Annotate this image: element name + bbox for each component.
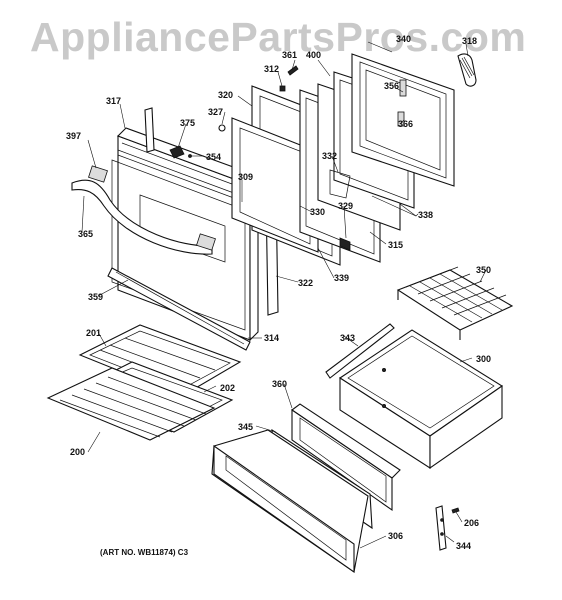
drawer-front-parts xyxy=(211,403,401,574)
callout-345: 345 xyxy=(238,422,254,432)
callout-359: 359 xyxy=(88,292,104,302)
clip-366 xyxy=(397,111,405,127)
bracket-344 xyxy=(435,505,447,551)
callout-375: 375 xyxy=(180,118,196,128)
callout-361: 361 xyxy=(282,50,298,60)
callout-200: 200 xyxy=(70,447,86,457)
door-bottom-trim xyxy=(107,267,251,351)
hinge-strip-left xyxy=(144,107,155,153)
callout-322: 322 xyxy=(298,278,314,288)
callout-306: 306 xyxy=(388,531,404,541)
callout-300: 300 xyxy=(476,354,492,364)
callout-330: 330 xyxy=(310,207,326,217)
callout-202: 202 xyxy=(220,383,236,393)
inner-door-layers xyxy=(231,53,455,266)
oven-rack-350 xyxy=(396,266,514,340)
door-bottom-strip xyxy=(107,267,251,351)
hinge-clip-375 xyxy=(169,145,185,159)
latch-332 xyxy=(329,169,351,199)
drawer-slide-343 xyxy=(325,323,395,379)
watermark-logo: AppliancePartsPros.com xyxy=(30,14,527,60)
screw-327 xyxy=(218,124,226,132)
broiler-pan-set xyxy=(46,324,242,441)
callout-327: 327 xyxy=(208,107,224,117)
oven-door-assembly xyxy=(71,127,259,342)
drawer-box-300 xyxy=(338,329,504,470)
callout-206: 206 xyxy=(464,518,480,528)
drawer-side-wall xyxy=(429,384,503,470)
screw-206 xyxy=(451,507,460,514)
callout-344: 344 xyxy=(456,541,472,551)
callout-314: 314 xyxy=(264,333,280,343)
callout-340: 340 xyxy=(396,34,412,44)
screw-361 xyxy=(287,65,299,76)
callout-315: 315 xyxy=(388,240,404,250)
callout-356: 356 xyxy=(384,81,400,91)
callout-309: 309 xyxy=(238,172,254,182)
clip-356 xyxy=(399,79,407,97)
callout-201: 201 xyxy=(86,328,102,338)
gasket-318 xyxy=(457,53,477,87)
callout-332: 332 xyxy=(322,151,338,161)
callout-400: 400 xyxy=(306,50,322,60)
door-handle xyxy=(71,179,213,255)
callout-312: 312 xyxy=(264,64,280,74)
handle-end-cap-left xyxy=(88,165,108,183)
art-number-label: (ART NO. WB11874) C3 xyxy=(100,548,189,557)
door-window xyxy=(139,194,226,263)
callout-366: 366 xyxy=(398,119,414,129)
callout-317: 317 xyxy=(106,96,122,106)
callout-360: 360 xyxy=(272,379,288,389)
drawer-small-parts xyxy=(435,505,460,551)
bracket-329 xyxy=(339,237,351,251)
callout-365: 365 xyxy=(78,229,94,239)
leader-lines xyxy=(81,41,487,549)
callout-320: 320 xyxy=(218,90,234,100)
clip-312 xyxy=(279,85,286,92)
callout-397: 397 xyxy=(66,131,82,141)
callout-329: 329 xyxy=(338,201,354,211)
callout-350: 350 xyxy=(476,265,492,275)
callout-339: 339 xyxy=(334,273,350,283)
handle-end-cap-right xyxy=(196,233,216,251)
callout-354: 354 xyxy=(206,152,222,162)
door-glass-frame xyxy=(111,159,246,331)
callout-318: 318 xyxy=(462,36,478,46)
callout-343: 343 xyxy=(340,333,356,343)
callout-338: 338 xyxy=(418,210,434,220)
